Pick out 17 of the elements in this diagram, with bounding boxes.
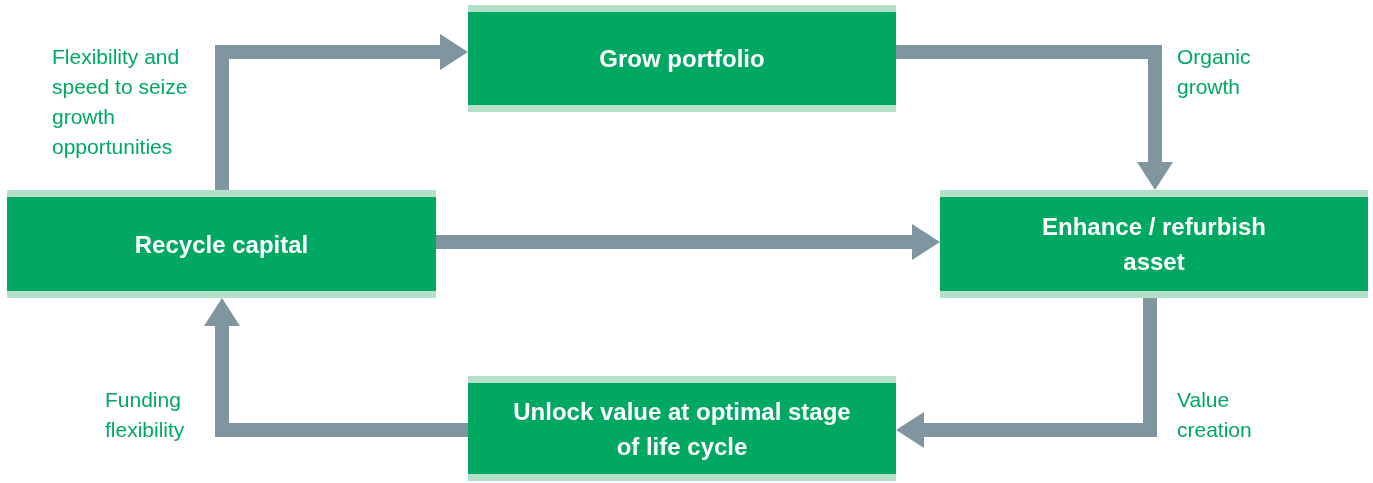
arrow — [204, 298, 468, 437]
process-box — [468, 376, 896, 481]
process-box — [468, 5, 896, 112]
edge-label: Organic growth — [1177, 44, 1252, 100]
arrow — [896, 45, 1173, 190]
edge-label: Value creation — [1177, 387, 1253, 443]
process-box — [7, 190, 436, 298]
arrow — [215, 34, 468, 190]
edge-label: Flexibility and speed to seize growth opportunities — [52, 44, 189, 160]
box-label: Recycle capital — [134, 229, 309, 260]
box-label: Grow portfolio — [599, 44, 765, 74]
box-label: Enhance / refurbish asset — [1040, 212, 1268, 277]
box-label: Unlock value at optimal stage of life cycle — [512, 396, 852, 462]
edge-label: Funding flexibility — [105, 387, 186, 443]
process-box — [940, 190, 1368, 298]
arrow — [896, 298, 1157, 448]
arrow — [436, 224, 940, 260]
